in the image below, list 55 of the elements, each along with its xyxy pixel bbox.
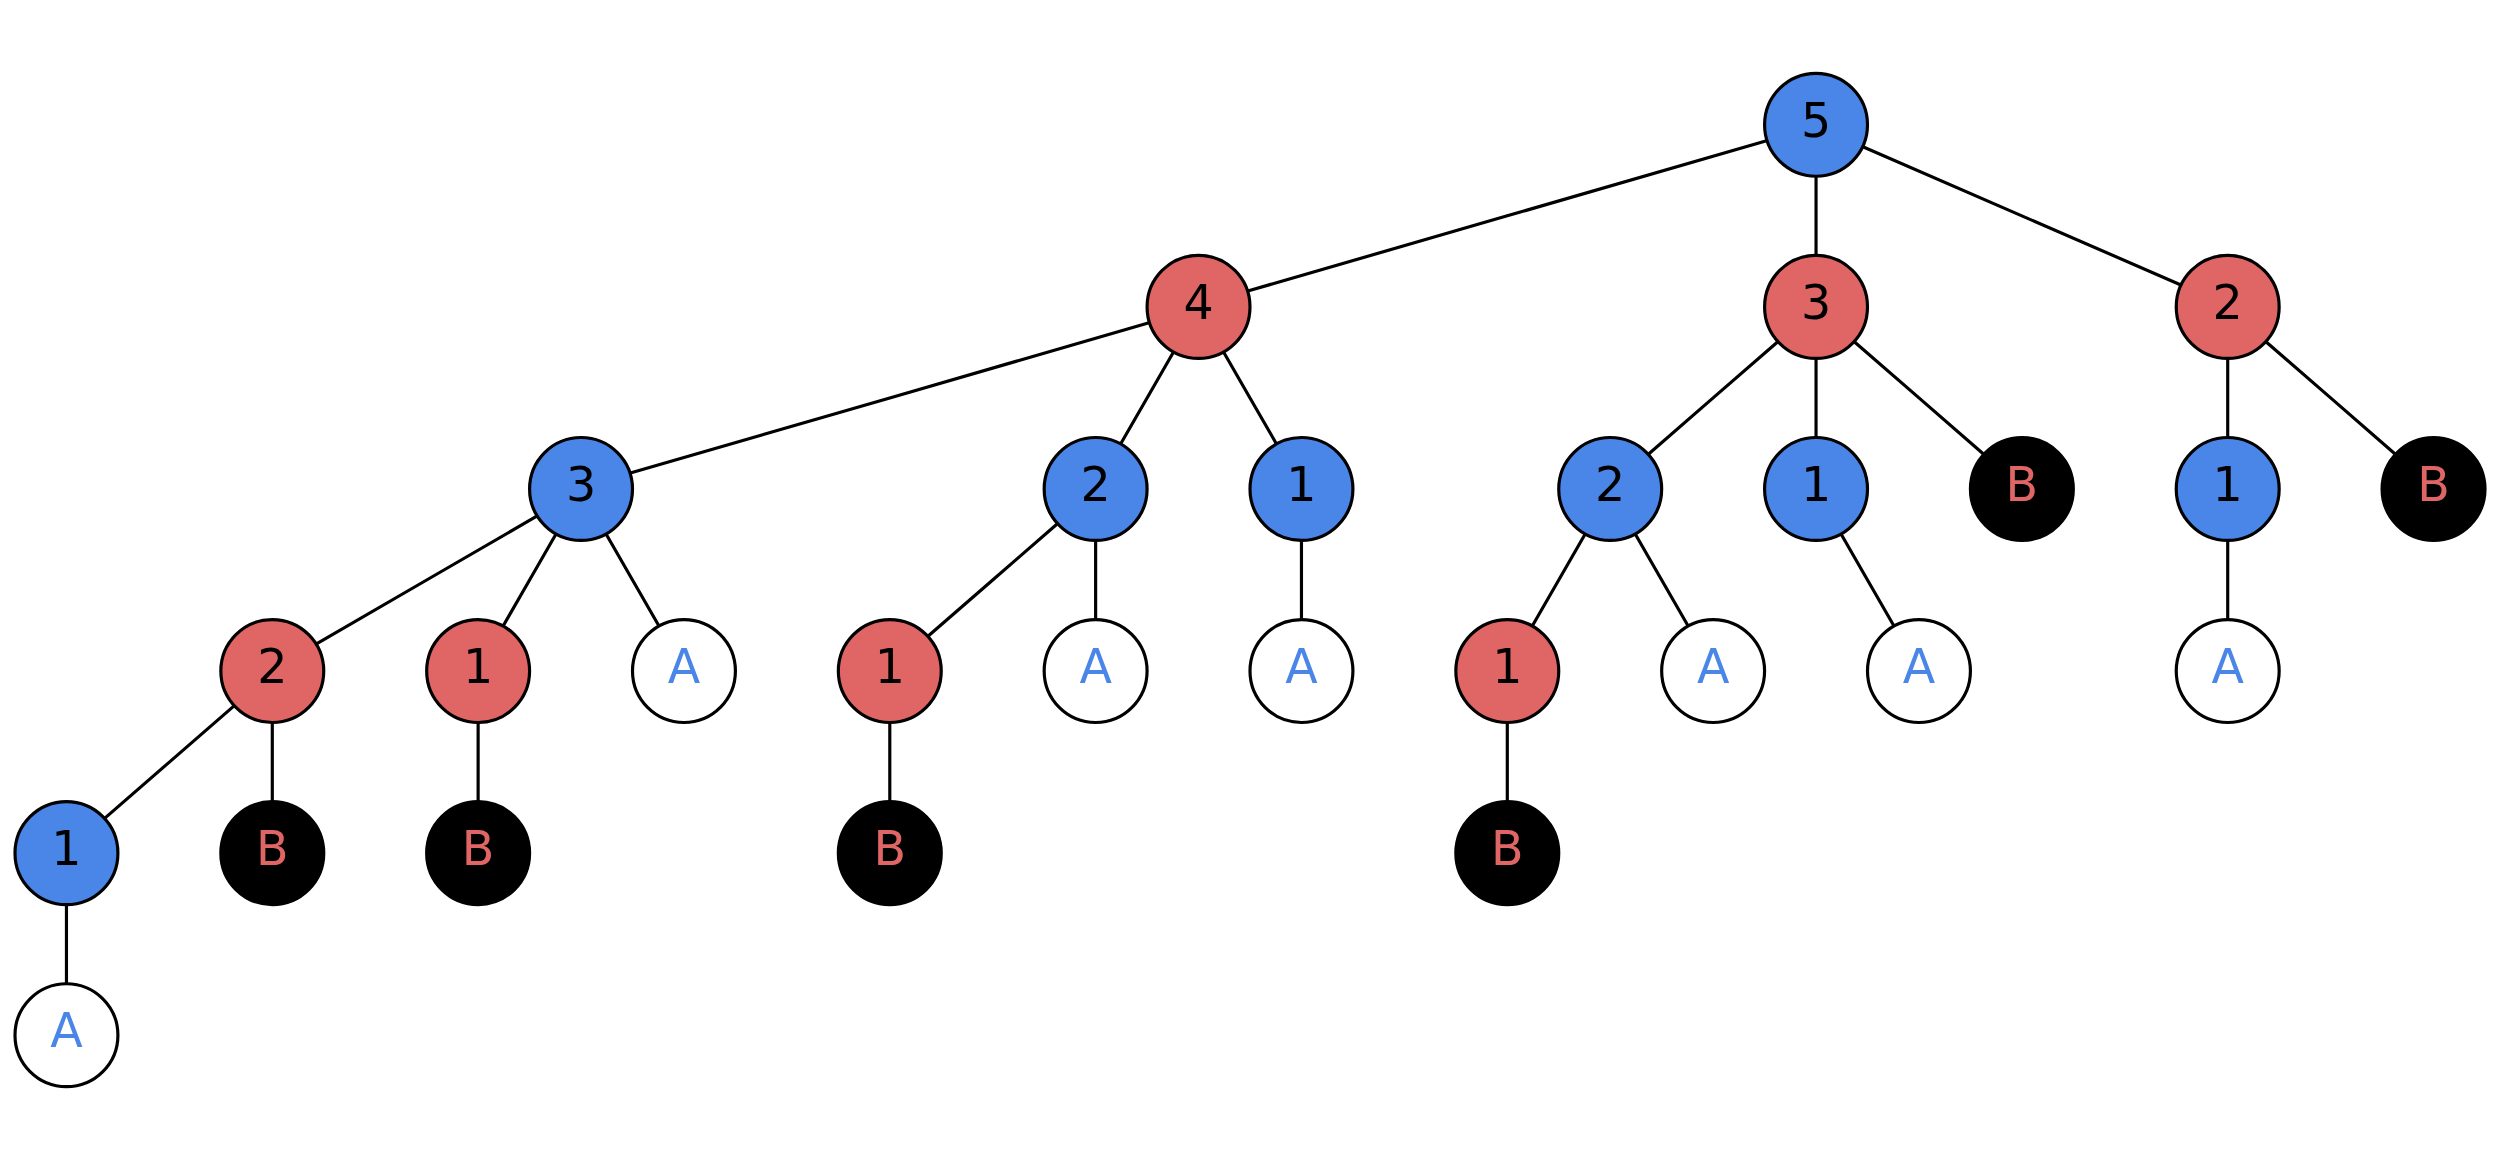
connector [1862,145,2182,287]
connector [502,533,558,627]
connector [104,704,236,820]
connector [1814,358,1818,438]
node-circle: B [2380,435,2487,542]
node-circle: A [13,982,120,1089]
node-circle: A [2174,618,2281,725]
node-circle: B [425,800,532,907]
connector [1647,340,1779,455]
node-circle: 4 [1145,253,1252,360]
node-circle: 3 [528,435,635,542]
connector [1814,176,1818,256]
connector [629,321,1150,475]
connector [1634,533,1690,627]
node-circle: 2 [1557,435,1664,542]
connector [604,533,661,627]
connector [1119,351,1175,445]
node-circle: 3 [1763,253,1870,360]
connector [1505,722,1509,802]
node-circle: 1 [1248,435,1355,542]
connector [64,905,69,984]
connector [1853,340,1985,455]
node-circle: 2 [1042,435,1149,542]
connector [927,522,1059,637]
connector [1531,533,1587,627]
node-circle: 1 [1454,618,1561,725]
node-circle: 1 [836,618,943,725]
node-circle: 1 [2174,435,2281,542]
connector [1222,351,1278,445]
node-circle: 2 [2174,253,2281,360]
connector [315,514,538,646]
node-circle: 1 [1763,435,1870,542]
connector [476,722,480,802]
node-circle: 2 [219,618,326,725]
connector [2226,540,2230,620]
node-circle: A [1042,618,1149,725]
node-circle: A [630,618,737,725]
node-circle: B [219,800,326,907]
connector [888,722,892,802]
node-circle: B [1454,800,1561,907]
connector [270,722,274,802]
connector [1247,139,1767,293]
node-circle: 5 [1763,71,1870,178]
node-circle: A [1248,618,1355,725]
node-circle: B [836,800,943,907]
connector [1839,533,1896,627]
node-circle: A [1660,618,1767,725]
connector [2264,340,2396,455]
connector [1299,540,1304,620]
node-circle: 1 [13,800,120,907]
connector [1094,540,1098,620]
node-circle: A [1865,618,1972,725]
node-circle: B [1968,435,2075,542]
node-circle: 1 [425,618,532,725]
connector [2226,358,2230,438]
